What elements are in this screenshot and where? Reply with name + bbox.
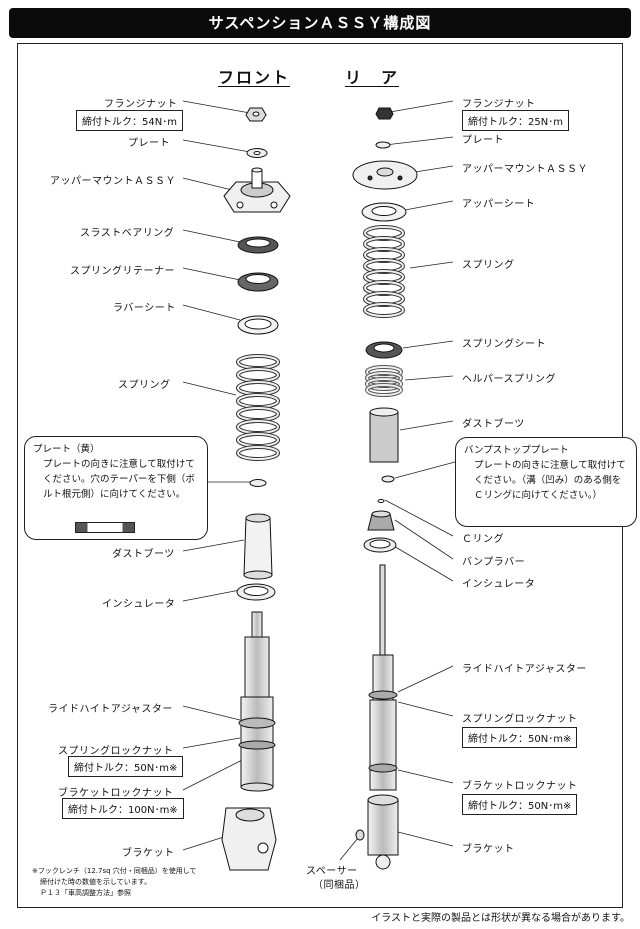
front-thrust-bearing-label: スラストベアリング: [80, 228, 175, 239]
front-flange-nut-torque: 締付トルク：54N･m: [76, 110, 183, 131]
rear-upper-seat-label: アッパーシート: [462, 199, 536, 210]
rear-spring-lock-nut-torque: 締付トルク：50N･m※: [462, 727, 578, 748]
rear-flange-nut-label: フランジナット: [462, 99, 536, 110]
front-insulator-label: インシュレータ: [102, 599, 176, 610]
rear-bracket-lock-nut-torque: 締付トルク：50N･m※: [462, 794, 578, 815]
rear-dust-boots-label: ダストブーツ: [462, 419, 525, 430]
front-plate-label: プレート: [128, 138, 170, 149]
spring-coil: [364, 303, 404, 317]
rear-insulator-label: インシュレータ: [462, 579, 536, 590]
front-plate-callout: プレート（黄） プレートの向きに注意して取付けてください。穴のテーパーを下側（ボ…: [24, 436, 208, 540]
rear-bump-stop-callout: バンプストッププレート プレートの向きに注意して取付けてください。（溝（凹み）の…: [455, 437, 637, 527]
rear-bracket-label: ブラケット: [462, 844, 515, 855]
rear-spacer-label: スペーサー: [306, 866, 358, 877]
rear-spring-label: スプリング: [462, 260, 515, 271]
front-dust-boots-label: ダストブーツ: [112, 549, 175, 560]
rear-spring-lock-nut-label: スプリングロックナット: [462, 714, 578, 725]
spring-coil: [366, 378, 402, 390]
spring-coil: [237, 446, 279, 460]
front-bracket-lock-nut-torque: 締付トルク：100N･m※: [62, 798, 184, 819]
rear-bump-rubber-label: バンプラバー: [462, 557, 526, 568]
footnote-line-1: ※フックレンチ（12.7sq 穴付・同梱品）を使用して: [32, 867, 197, 875]
rear-ride-height-adjuster-label: ライドハイトアジャスター: [462, 664, 587, 675]
rear-flange-nut-torque: 締付トルク：25N･m: [462, 110, 569, 131]
front-upper-mount-label: アッパーマウントＡＳＳＹ: [50, 176, 176, 187]
front-spring-lock-nut-torque: 締付トルク：50N･m※: [68, 756, 184, 777]
front-bracket-label: ブラケット: [122, 848, 175, 859]
footnote-line-3: Ｐ１３「車高調整方法」参照: [40, 889, 131, 897]
footnote-line-2: 締付けた時の数値を示しています。: [40, 878, 152, 886]
rear-c-ring-label: Ｃリング: [462, 534, 504, 545]
rear-spacer-note: （同梱品）: [313, 880, 366, 891]
plate-orientation-icon: [75, 522, 135, 533]
front-bracket-lock-nut-label: ブラケットロックナット: [58, 788, 174, 799]
front-callout-title: プレート（黄）: [33, 444, 100, 455]
disclaimer-text: イラストと実際の製品とは形状が異なる場合があります。: [371, 913, 630, 924]
front-ride-height-adjuster-label: ライドハイトアジャスター: [48, 704, 173, 715]
rear-plate-label: プレート: [462, 135, 504, 146]
front-flange-nut-label: フランジナット: [104, 99, 178, 110]
rear-bracket-lock-nut-label: ブラケットロックナット: [462, 781, 578, 792]
front-spring-retainer-label: スプリングリテーナー: [70, 266, 175, 277]
front-spring-lock-nut-label: スプリングロックナット: [58, 746, 174, 757]
rear-helper-spring-label: ヘルパースプリング: [462, 374, 556, 385]
front-spring-label: スプリング: [118, 380, 171, 391]
front-rubber-seat-label: ラバーシート: [113, 303, 176, 314]
front-column-title: フロント: [218, 68, 291, 87]
spring-coil: [366, 384, 402, 396]
page-title: サスペンションＡＳＳＹ構成図: [9, 8, 631, 38]
rear-upper-mount-label: アッパーマウントＡＳＳＹ: [462, 164, 588, 175]
rear-callout-title: バンプストッププレート: [464, 445, 569, 456]
front-callout-body: プレートの向きに注意して取付けてください。穴のテーパーを下側（ボルト根元側）に向…: [43, 459, 195, 500]
rear-column-title: リ ア: [345, 68, 400, 87]
rear-spring-seat-label: スプリングシート: [462, 339, 546, 350]
rear-callout-body: プレートの向きに注意して取付けてください。（溝（凹み）のある側をＣリングに向けて…: [474, 460, 626, 501]
